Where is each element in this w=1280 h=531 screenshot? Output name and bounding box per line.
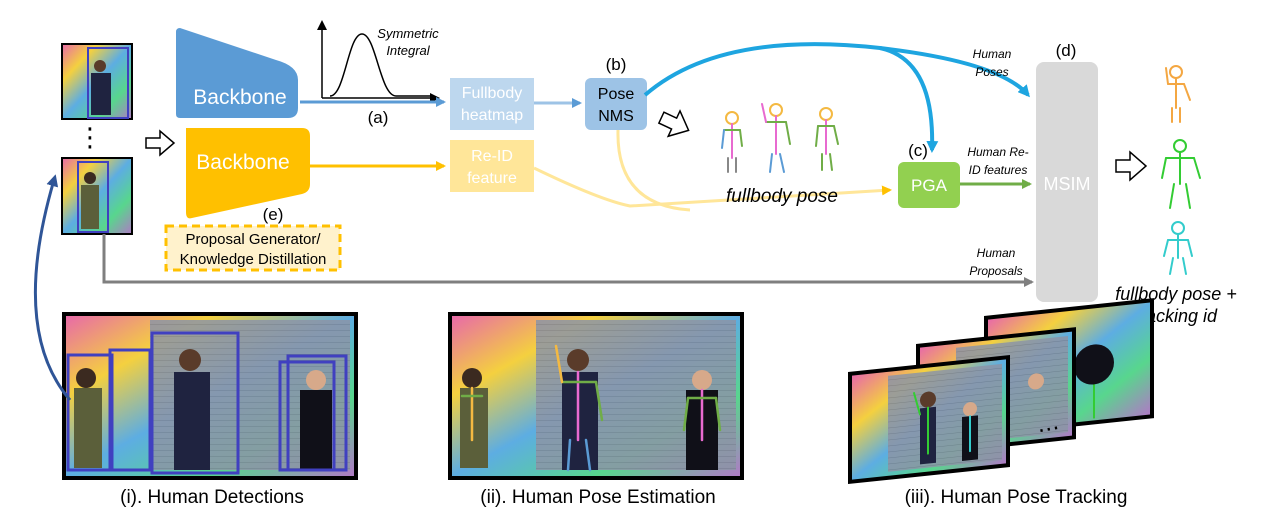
fullbody-heatmap-label-2: heatmap bbox=[461, 107, 523, 124]
human-poses-label-1: Human bbox=[973, 47, 1012, 61]
pose-figures bbox=[721, 103, 839, 173]
backbone-bottom bbox=[186, 128, 310, 219]
human-proposals-label-2: Proposals bbox=[969, 264, 1022, 278]
pga-label: PGA bbox=[911, 176, 948, 195]
pose-nms-label-2: NMS bbox=[598, 108, 634, 125]
arrow-nms-yellow bbox=[616, 129, 691, 212]
caption-pose-tracking: (iii). Human Pose Tracking bbox=[905, 487, 1128, 508]
caption-pose-estimation: (ii). Human Pose Estimation bbox=[480, 487, 715, 508]
human-reid-label-2: ID features bbox=[969, 163, 1028, 177]
pose-nms-box bbox=[585, 78, 647, 130]
proposal-generator-label-2: Knowledge Distillation bbox=[180, 251, 327, 268]
human-reid-label-1: Human Re- bbox=[967, 145, 1028, 159]
reid-feature-box bbox=[450, 140, 534, 192]
backbone-top-label: Backbone bbox=[193, 86, 286, 109]
tracked-figures bbox=[1161, 65, 1201, 275]
backbone-top bbox=[176, 28, 298, 118]
pga-box bbox=[898, 162, 960, 208]
hollow-arrow-icon-2 bbox=[657, 109, 690, 138]
pose-nms-label-1: Pose bbox=[598, 86, 635, 103]
msim-box bbox=[1036, 62, 1098, 302]
pose-tracking-frames bbox=[848, 298, 1154, 484]
label-a: (a) bbox=[368, 108, 389, 127]
label-b: (b) bbox=[606, 55, 627, 74]
ellipsis: ⋮ bbox=[77, 122, 103, 152]
proposal-generator-box bbox=[164, 224, 342, 272]
label-c: (c) bbox=[908, 141, 928, 160]
caption-detections: (i). Human Detections bbox=[120, 487, 304, 508]
hollow-arrow-icon-3 bbox=[1115, 150, 1148, 182]
reid-feature-label-2: feature bbox=[467, 170, 517, 187]
msim-label: MSIM bbox=[1044, 174, 1091, 194]
proposal-generator-label-1: Proposal Generator/ bbox=[185, 231, 321, 248]
symmetric-integral-plot bbox=[317, 20, 440, 103]
fullbody-pose-label: fullbody pose bbox=[726, 186, 838, 207]
human-poses-label-2: Poses bbox=[975, 65, 1008, 79]
pose-estimation-image bbox=[448, 312, 744, 480]
detections-image bbox=[62, 312, 358, 480]
arrow-detections-to-input bbox=[33, 174, 72, 401]
label-e: (e) bbox=[263, 205, 284, 224]
integral-label: Integral bbox=[386, 43, 430, 58]
fullbody-heatmap-box bbox=[450, 78, 534, 130]
arrow-poses-to-msim bbox=[643, 42, 1030, 98]
fullbody-heatmap-label-1: Fullbody bbox=[462, 85, 522, 102]
tracking-label-1: fullbody pose + bbox=[1115, 284, 1237, 304]
symmetric-label: Symmetric bbox=[377, 26, 439, 41]
input-frame-top bbox=[61, 43, 133, 120]
backbone-bottom-label: Backbone bbox=[196, 151, 289, 174]
human-proposals-label-1: Human bbox=[977, 246, 1016, 260]
reid-feature-label-1: Re-ID bbox=[471, 148, 513, 165]
arrow-poses-to-pga bbox=[879, 46, 939, 153]
tracking-label-2: tracking id bbox=[1135, 306, 1218, 326]
arrow-reid-to-pga bbox=[533, 166, 892, 208]
arrow-proposals-to-msim bbox=[102, 234, 1034, 287]
hollow-arrow-icon bbox=[145, 129, 176, 157]
input-frame-bottom bbox=[61, 157, 133, 235]
tracking-frames-ellipsis: ⋯ bbox=[1036, 414, 1062, 442]
label-d: (d) bbox=[1056, 41, 1077, 60]
